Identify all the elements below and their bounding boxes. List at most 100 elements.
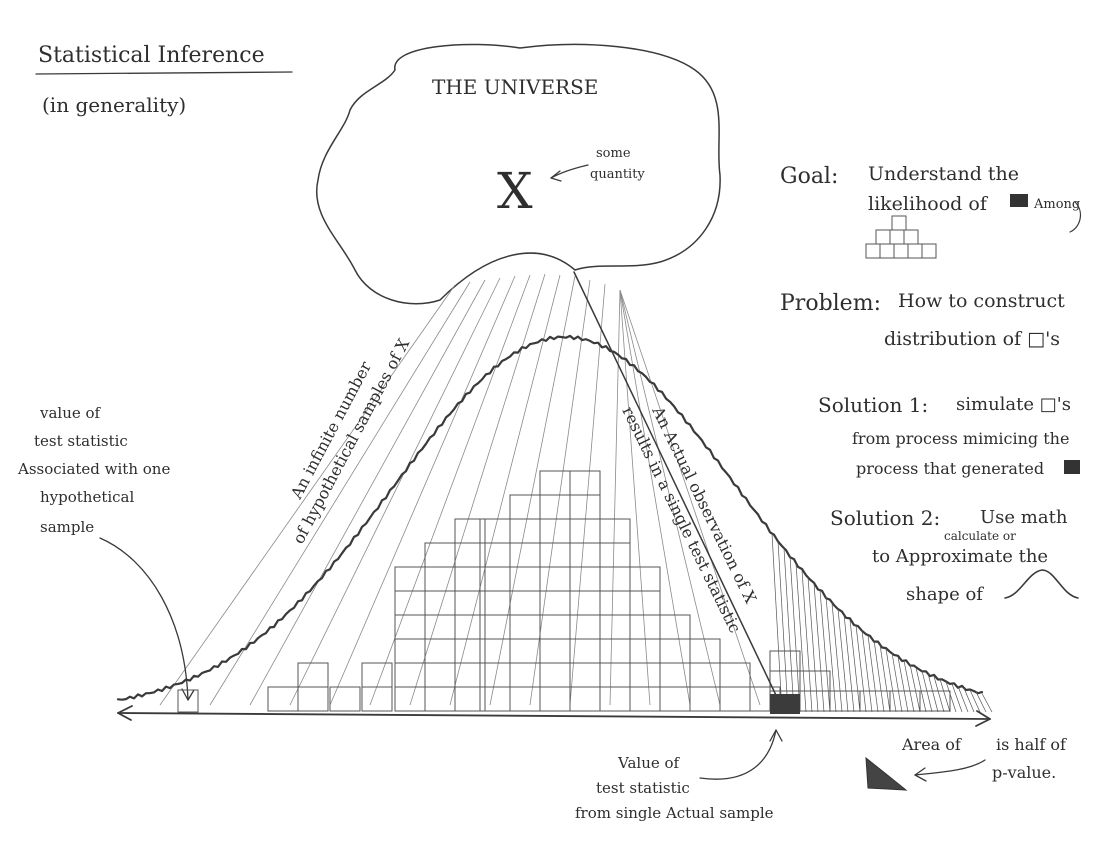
observed-box-icon-2 bbox=[1064, 460, 1080, 474]
histogram-box bbox=[509, 494, 541, 520]
hatch-line bbox=[861, 630, 873, 713]
sample-ray bbox=[489, 275, 576, 706]
histogram-box bbox=[569, 614, 601, 640]
solution1-line-3: process that generated bbox=[856, 459, 1044, 478]
sample-ray bbox=[289, 277, 501, 706]
goal-line-3: Among bbox=[1033, 197, 1080, 212]
hatch-line bbox=[837, 608, 849, 713]
histogram-box bbox=[424, 662, 456, 688]
histogram-box bbox=[539, 542, 571, 568]
histogram-box bbox=[599, 542, 631, 568]
solution2-line-1: Use math bbox=[980, 507, 1068, 528]
hatch-line bbox=[831, 602, 843, 713]
hatch-line bbox=[915, 667, 927, 713]
histogram-box bbox=[539, 614, 571, 640]
histogram-box bbox=[297, 686, 329, 712]
histogram-box bbox=[424, 590, 456, 616]
histogram-box bbox=[659, 638, 691, 664]
hatch-line bbox=[843, 614, 855, 713]
hatch-line bbox=[807, 576, 819, 713]
hatch-line bbox=[867, 635, 879, 713]
histogram-box bbox=[569, 686, 601, 712]
area-arrowhead-icon bbox=[914, 767, 927, 782]
histogram-box bbox=[689, 686, 721, 712]
histogram-box bbox=[539, 638, 571, 664]
hatch-line bbox=[777, 540, 789, 713]
histogram-box bbox=[599, 662, 631, 688]
area-note-1: Area of bbox=[901, 735, 962, 754]
hatch-line bbox=[969, 689, 981, 713]
sample-ray bbox=[369, 274, 531, 706]
hatch-line bbox=[939, 678, 951, 713]
histogram-box bbox=[599, 590, 631, 616]
bottom-note-2: test statistic bbox=[596, 779, 690, 797]
problem-line-1: How to construct bbox=[898, 290, 1065, 312]
sample-ray bbox=[249, 279, 486, 706]
tail-area-icon bbox=[865, 756, 908, 791]
histogram-box bbox=[629, 662, 661, 688]
hatch-line bbox=[975, 691, 987, 713]
hatch-line bbox=[891, 652, 903, 713]
histogram-box bbox=[329, 686, 361, 712]
observation-line bbox=[573, 271, 785, 713]
hatch-line bbox=[783, 548, 795, 713]
histogram-box bbox=[539, 662, 571, 688]
left-note-3: Associated with one bbox=[17, 460, 170, 478]
histogram-box bbox=[659, 662, 691, 688]
observed-box-icon bbox=[1010, 194, 1028, 207]
hatch-line bbox=[981, 693, 993, 713]
universe-cloud bbox=[315, 43, 721, 305]
histogram-box bbox=[689, 662, 721, 688]
goal-squiggle bbox=[1069, 201, 1082, 233]
sample-ray bbox=[619, 289, 761, 706]
histogram-box bbox=[599, 638, 631, 664]
title: Statistical Inference bbox=[38, 43, 265, 68]
hatch-line bbox=[903, 660, 915, 713]
sample-ray bbox=[209, 281, 471, 706]
hatch-line bbox=[789, 555, 801, 713]
hatch-line bbox=[849, 619, 861, 713]
histogram-box bbox=[629, 686, 661, 712]
hatch-line bbox=[855, 625, 867, 713]
histogram-box bbox=[297, 662, 329, 688]
symbol-note-1: some bbox=[596, 146, 631, 161]
hatch-line bbox=[819, 590, 831, 713]
histogram-box bbox=[454, 518, 486, 544]
problem-label: Problem: bbox=[780, 291, 881, 316]
goal-line-1: Understand the bbox=[868, 163, 1019, 185]
sample-ray bbox=[409, 273, 546, 706]
histogram-box bbox=[509, 518, 541, 544]
sample-ray bbox=[619, 289, 691, 706]
histogram-box bbox=[719, 662, 751, 688]
histogram-box bbox=[569, 566, 601, 592]
sample-ray bbox=[609, 289, 621, 706]
left-note-5: sample bbox=[40, 518, 94, 536]
histogram-box bbox=[424, 542, 456, 568]
histogram-box bbox=[539, 494, 571, 520]
tail-hatching bbox=[771, 533, 993, 713]
hatch-line bbox=[933, 676, 945, 713]
area-note-2: is half of bbox=[996, 735, 1067, 754]
goal-line-2: likelihood of bbox=[868, 193, 989, 215]
histogram-box bbox=[394, 686, 426, 712]
histogram-box bbox=[361, 686, 393, 712]
left-note-2: test statistic bbox=[34, 432, 128, 450]
x-axis bbox=[117, 712, 991, 720]
axis-left-arrow-icon bbox=[117, 705, 133, 721]
symbol-note-2: quantity bbox=[590, 167, 645, 182]
histogram-box bbox=[539, 470, 571, 496]
hatch-line bbox=[879, 644, 891, 713]
tail-box bbox=[769, 650, 801, 672]
histogram-box bbox=[719, 686, 751, 712]
histogram-box bbox=[629, 638, 661, 664]
histogram-box bbox=[539, 518, 571, 544]
histogram-box bbox=[361, 662, 393, 688]
histogram-box bbox=[509, 614, 541, 640]
histogram-box bbox=[689, 638, 721, 664]
hatch-line bbox=[825, 596, 837, 713]
histogram-box bbox=[509, 542, 541, 568]
universe-symbol: X bbox=[497, 162, 533, 220]
mini-curve-icon bbox=[1004, 569, 1079, 599]
goal-label: Goal: bbox=[780, 164, 838, 189]
histogram-box bbox=[509, 686, 541, 712]
